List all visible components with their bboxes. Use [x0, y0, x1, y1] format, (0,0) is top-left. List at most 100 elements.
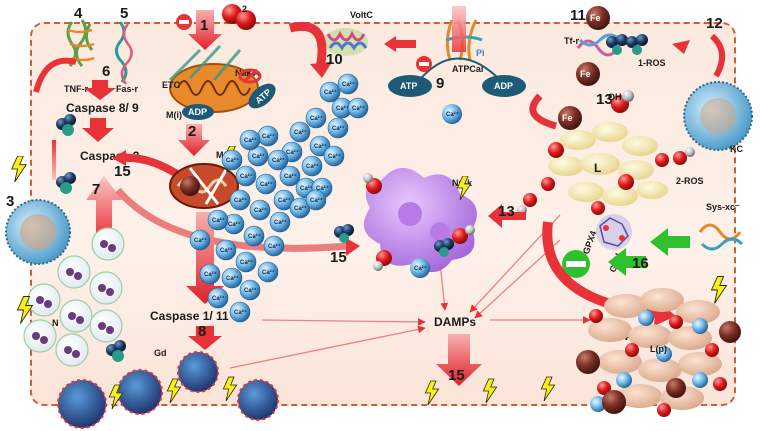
calcium-ion-icon: [289, 121, 311, 143]
calcium-ion-label: Ca²⁺: [278, 197, 291, 204]
label-step-13a: 13: [596, 91, 613, 108]
calcium-ion-icon: [221, 267, 243, 289]
lightning-icon: [11, 156, 27, 182]
arrow-step-16: [608, 248, 646, 276]
neutrophil-cluster: [23, 227, 125, 367]
label-fe-3: Fe: [562, 113, 573, 123]
calcium-ion-icon: [263, 235, 285, 257]
label-fe-1: Fe: [590, 13, 601, 23]
calcium-ion-icon: [337, 73, 359, 95]
calcium-ion-icon: [323, 145, 345, 167]
transferrin-receptor-icon: [576, 33, 622, 57]
calcium-ion-icon: [199, 263, 221, 285]
label-step-5: 5: [120, 5, 128, 22]
calcium-ion-icon: [235, 165, 257, 187]
immune-cell-3-icon: [5, 199, 71, 265]
calcium-ion-icon: [207, 287, 229, 309]
calcium-ion-label: Ca²⁺: [194, 237, 207, 244]
calcium-ion-icon: [327, 117, 349, 139]
iron-atom-icon: [576, 62, 600, 86]
calcium-ion-icon: [257, 261, 279, 283]
calcium-ion-label: Ca²⁺: [314, 143, 327, 150]
label-ros-2: 2-ROS: [676, 176, 704, 186]
label-fas-r: Fas-r: [116, 84, 139, 94]
label-step-9: 9: [436, 75, 444, 92]
label-n: N: [52, 318, 59, 328]
voltc-channel-icon: [324, 28, 368, 56]
calcium-ion-label: Ca²⁺: [272, 157, 285, 164]
label-atpcal: ATPCal: [452, 64, 483, 74]
gpx4-molecule-icon: [596, 214, 632, 250]
calcium-ion-label: Ca²⁺: [234, 197, 247, 204]
hydroxyl-radical-icon: [363, 173, 475, 271]
label-step-15b: 15: [330, 249, 347, 266]
arrow-atpcal-to-voltc: [384, 36, 396, 52]
calcium-ion-label: Ca²⁺: [294, 205, 307, 212]
label-damps: DAMPs: [434, 315, 476, 329]
calcium-ion-label: Ca²⁺: [328, 153, 341, 160]
label-step-12: 12: [706, 15, 723, 32]
adp-pill-mito: [182, 104, 214, 120]
arrowhead-caspase3: [112, 150, 126, 166]
arrow-receptor-loop: [33, 57, 77, 93]
label-tnf-r: TNF-r: [64, 84, 88, 94]
calcium-ion-icon: [305, 107, 327, 129]
calcium-ion-label: Ca²⁺: [228, 221, 241, 228]
arrow-step-15-damps: [436, 334, 482, 386]
label-adp: ADP: [494, 81, 513, 91]
iron-atoms-bottom-right: [576, 321, 741, 414]
calcium-ion-label: Ca²⁺: [254, 207, 267, 214]
adp-pill: [482, 75, 526, 97]
sys-xc-transporter-icon: [698, 223, 744, 251]
label-l-p: L(p): [650, 344, 667, 354]
label-step-15c: 15: [448, 367, 465, 384]
ros-cluster-bottom-left: [106, 340, 126, 362]
ros-cluster-left: [56, 114, 76, 194]
calcium-ion-icon: [221, 149, 243, 171]
calcium-ion-label: Ca²⁺: [262, 133, 275, 140]
calcium-ion-label: Ca²⁺: [212, 295, 225, 302]
calcium-ion-icon: [305, 189, 327, 211]
calcium-ion-label: Ca²⁺: [324, 89, 337, 96]
atpcal-pump-icon: [445, 6, 483, 61]
label-ca-nucleus: Ca²⁺: [414, 265, 427, 272]
label-step-11: 11: [570, 7, 586, 24]
label-step-4: 4: [74, 5, 83, 22]
inhibit-sign-naka: [238, 68, 262, 84]
iron-atom-icon: [558, 106, 582, 130]
calcium-ion-label: Ca²⁺: [260, 181, 273, 188]
label-naka: NaKA: [235, 68, 260, 78]
arrow-caspase89-to-3: [82, 118, 114, 142]
label-caspase-1-11: Caspase 1/ 11: [150, 309, 229, 323]
mitochondria-intact-icon: [168, 44, 259, 113]
calcium-ion-icon: [269, 211, 291, 233]
label-step-8: 8: [198, 323, 206, 340]
calcium-ion-label: Ca²⁺: [212, 217, 225, 224]
lightning-icon: [222, 376, 238, 402]
calcium-ion-label: Ca²⁺: [306, 163, 319, 170]
label-m-i: M(i): [166, 110, 182, 120]
label-kc: KC: [730, 144, 743, 154]
ros-cluster-1: [606, 34, 648, 55]
label-tf-r: Tf-r: [564, 36, 579, 46]
label-voltc: VoltC: [350, 10, 373, 20]
gd-nanoparticles: [57, 351, 279, 429]
calcium-ion-label: Ca²⁺: [204, 271, 217, 278]
arrow-step-2: [178, 124, 210, 156]
calcium-ion-label: Ca²⁺: [310, 115, 323, 122]
arrowhead-nu-k: [346, 238, 360, 256]
label-step-13b: 13: [498, 203, 515, 220]
calcium-ion-icon: [267, 149, 289, 171]
calcium-ion-label: Ca²⁺: [286, 149, 299, 156]
arrow-step-13: [488, 204, 526, 228]
calcium-ion-label: Ca²⁺: [226, 275, 239, 282]
arrow-step-1: [188, 10, 222, 50]
calcium-ion-label: Ca²⁺: [310, 197, 323, 204]
label-etc: ETC: [162, 80, 181, 90]
label-atp: ATP: [400, 81, 417, 91]
label-sys-xc: Sys-xc⁻: [706, 202, 740, 212]
calcium-ion-label: Ca²⁺: [226, 157, 239, 164]
kupffer-cell-icon: [683, 81, 753, 151]
calcium-ion-icon: [249, 199, 271, 221]
